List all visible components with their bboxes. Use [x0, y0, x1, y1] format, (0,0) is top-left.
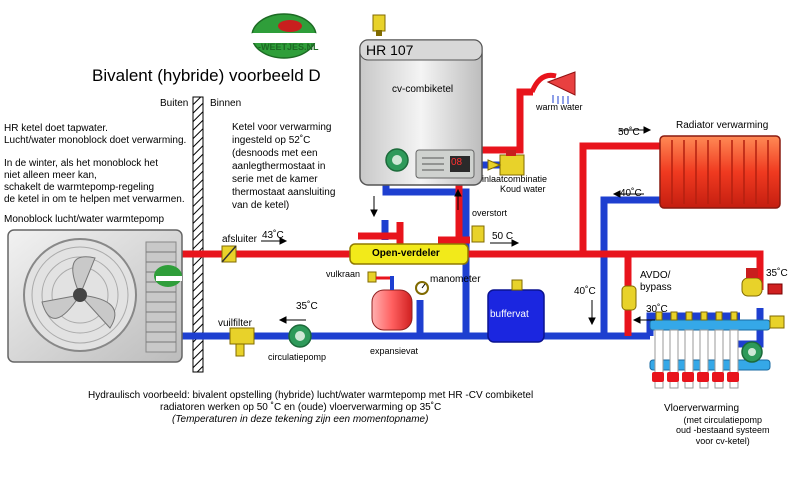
- boiler-name: cv-combiketel: [392, 84, 454, 95]
- boiler: [359, 39, 483, 186]
- vloer-detail: (met circulatiepomp oud -bestaand systee…: [676, 415, 770, 446]
- fill-valve-icon: [367, 271, 390, 283]
- avdo-label: AVDO/ bypass: [640, 270, 672, 293]
- flow-arrows: [261, 126, 655, 326]
- valve-icon: [471, 225, 485, 243]
- pump-icon: [741, 341, 763, 363]
- temp-verdeler-out: 50 C: [492, 231, 514, 242]
- temp-hp-supply: 43˚C: [262, 230, 284, 241]
- heat-pump-unit: [7, 229, 183, 363]
- caption-line-3: (Temperaturen in deze tekening zijn een …: [172, 414, 429, 425]
- return-pipes: [180, 161, 764, 348]
- vuilfilter-label: vuilfilter: [218, 318, 252, 329]
- circulatiepomp-label: circulatiepomp: [268, 352, 327, 362]
- expansion-vessel: [371, 276, 413, 331]
- logo-icon: [250, 13, 318, 59]
- floor-manifold: [649, 311, 771, 389]
- intro-line-1: HR ketel doet tapwater.: [4, 123, 108, 134]
- intro-line-4: niet alleen meer kan,: [4, 170, 97, 181]
- open-verdeler: [349, 243, 469, 265]
- vloer-label: Vloerverwarming: [664, 403, 740, 414]
- logo-text-bottom: -WEETJES.NL: [258, 42, 319, 52]
- buffervat-label: buffervat: [490, 309, 529, 320]
- caption-line-2: radiatoren werken op 50 ˚C en (oude) vlo…: [160, 402, 442, 413]
- monoblock-label: Monoblock lucht/water warmtepomp: [4, 214, 165, 225]
- filter-icon: [229, 327, 255, 357]
- buffer-tank: [487, 279, 545, 343]
- manometer-label: manometer: [430, 274, 481, 285]
- valve-icon: [769, 315, 785, 329]
- radiator-label: Radiator verwarming: [676, 120, 769, 131]
- warm-water-label: warm water: [536, 102, 583, 112]
- wall-label-inside: Binnen: [210, 98, 242, 109]
- bypass-valve-icon: [621, 285, 637, 311]
- inlaatcombinatie-label: inlaatcombinatie: [482, 174, 548, 184]
- wall-label-outside: Buiten: [160, 98, 189, 109]
- page-title: Bivalent (hybride) voorbeeld D: [92, 66, 321, 85]
- temp-mid-return: 40˚C: [574, 286, 596, 297]
- temp-floor-supply: 35˚C: [766, 268, 788, 279]
- temp-floor-return: 30˚C: [646, 304, 668, 315]
- boiler-model: HR 107: [366, 42, 414, 58]
- expansievat-label: expansievat: [370, 346, 419, 356]
- caption-line-1: Hydraulisch voorbeeld: bivalent opstelli…: [88, 390, 534, 401]
- afsluiter-label: afsluiter: [222, 234, 258, 245]
- outer-wall: [192, 96, 204, 373]
- thermostat-icon: [767, 283, 783, 295]
- fan-icon: [41, 256, 116, 329]
- intro-line-2: Lucht/water monoblock doet verwarming.: [4, 135, 187, 146]
- shower-icon: [529, 71, 576, 104]
- open-verdeler-label: Open-verdeler: [372, 248, 440, 259]
- intro-line-5: schakelt de warmtepomp-regeling: [4, 182, 155, 193]
- boiler-display: 08: [451, 157, 463, 168]
- temp-radiator-return: 40˚C: [620, 188, 642, 199]
- valve-icon: [741, 268, 763, 297]
- koud-water-label: Koud water: [500, 184, 546, 194]
- intro-line-6: de ketel in om te helpen met verwarmen.: [4, 194, 185, 205]
- radiator: [659, 135, 781, 209]
- pump-icon: [385, 148, 409, 172]
- temp-hp-return: 35˚C: [296, 301, 318, 312]
- inlet-combination-icon: [487, 150, 525, 176]
- air-vent-icon: [372, 14, 386, 36]
- logo-icon: [154, 265, 182, 287]
- boiler-note: Ketel voor verwarming ingesteld op 52˚C …: [232, 122, 336, 211]
- valve-icon: [221, 245, 237, 263]
- logo-text-top: WARMTEPOMP: [252, 32, 319, 42]
- vulkraan-label: vulkraan: [326, 269, 361, 279]
- pump-icon: [288, 324, 312, 348]
- gauge-icon: [415, 281, 429, 295]
- overstort-label: overstort: [472, 208, 508, 218]
- temp-radiator-supply: 50˚C: [618, 127, 640, 138]
- intro-line-3: In de winter, als het monoblock het: [4, 158, 158, 169]
